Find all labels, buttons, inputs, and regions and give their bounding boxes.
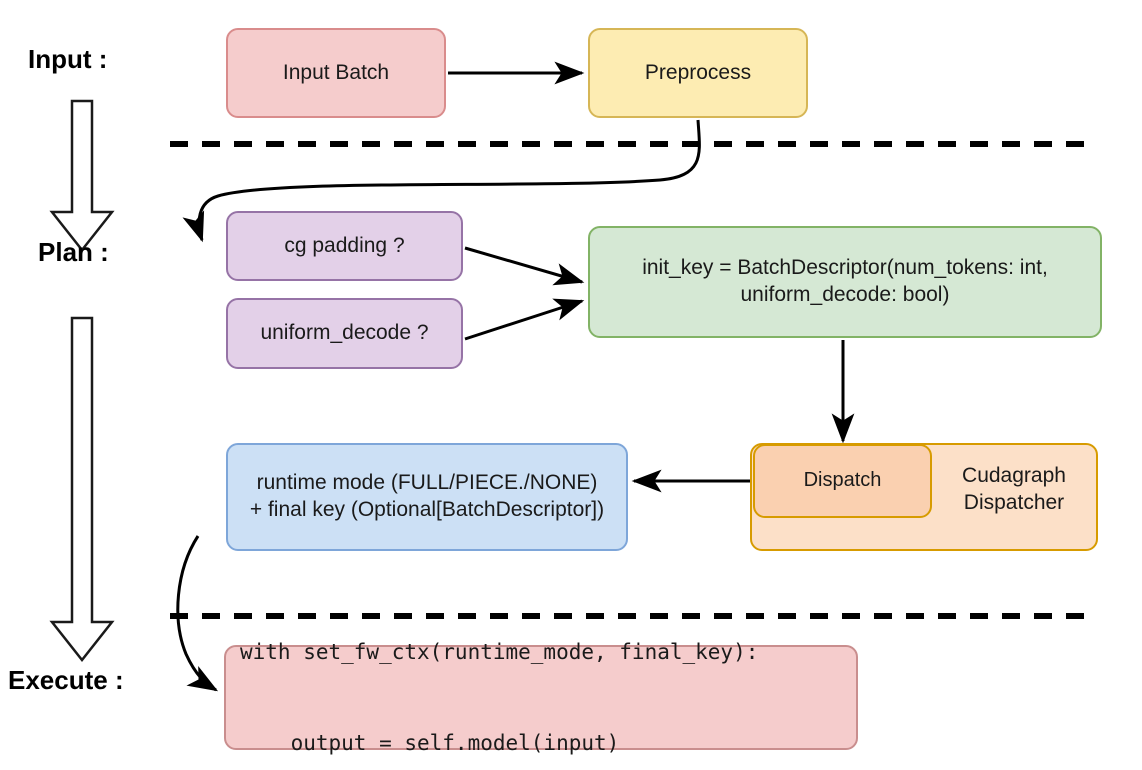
node-input-batch[interactable]: Input Batch (226, 28, 446, 118)
input-to-plan-block-arrow (49, 99, 115, 253)
stage-label-execute: Execute : (8, 665, 124, 695)
node-cudagraph-dispatcher-line1: Cudagraph (962, 464, 1066, 487)
edge-runtime-mode-to-execute-code (176, 535, 219, 692)
node-init-key-line1: init_key = BatchDescriptor(num_tokens: i… (642, 256, 1048, 280)
node-dispatch-label: Dispatch (803, 469, 882, 492)
node-cg-padding[interactable]: cg padding ? (226, 211, 463, 281)
node-preprocess[interactable]: Preprocess (588, 28, 808, 118)
stage-label-plan: Plan : (38, 237, 109, 267)
node-preprocess-label: Preprocess (644, 60, 752, 84)
node-execute-code-line2: output = self.model(input) (240, 730, 620, 755)
node-uniform-decode[interactable]: uniform_decode ? (226, 298, 463, 369)
node-cg-padding-label: cg padding ? (284, 233, 405, 257)
edge-uniform-decode-to-init-key (464, 298, 585, 341)
node-init-key[interactable]: init_key = BatchDescriptor(num_tokens: i… (588, 226, 1102, 338)
edge-cg-padding-to-init-key (464, 246, 585, 286)
node-execute-code-line1: with set_fw_ctx(runtime_mode, final_key)… (240, 639, 759, 664)
node-execute-code[interactable]: with set_fw_ctx(runtime_mode, final_key)… (224, 640, 858, 755)
node-input-batch-label: Input Batch (282, 60, 390, 84)
plan-to-execute-block-arrow (49, 316, 115, 663)
stage-label-input: Input : (28, 44, 108, 74)
node-runtime-mode[interactable]: runtime mode (FULL/PIECE./NONE) + final … (226, 443, 628, 551)
node-runtime-mode-line1: runtime mode (FULL/PIECE./NONE) (256, 471, 598, 495)
node-dispatch[interactable]: Dispatch (753, 444, 932, 518)
node-uniform-decode-label: uniform_decode ? (260, 321, 429, 345)
node-cudagraph-dispatcher-line2: Dispatcher (963, 490, 1065, 514)
node-runtime-mode-line2: + final key (Optional[BatchDescriptor]) (249, 498, 605, 521)
node-init-key-line2: uniform_decode: bool) (740, 283, 950, 306)
